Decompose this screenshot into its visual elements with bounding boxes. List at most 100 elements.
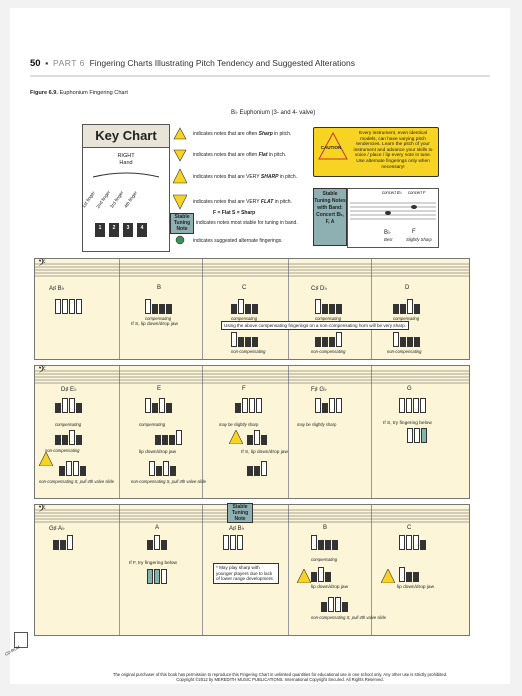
row2-pull-1: non-compensating S, pull 4th valve slide [39,479,114,484]
figure-caption: Figure 6.9. Euphonium Fingering Chart [30,90,128,96]
legend-alternate: indicates suggested alternate fingerings… [193,238,283,244]
row2-try-fingering: If S, try fingering below [383,421,432,426]
stable-tuning-note-badge: Stable Tuning Note [170,213,194,234]
right-label: RIGHT [117,153,135,159]
key-valve-3: 3 [123,223,133,237]
legend-very-flat: indicates notes that are VERY FLAT in pi… [193,199,292,205]
legend-0-pre: indicates notes that are often [193,131,259,137]
row2-valves-12 [247,461,267,476]
legend-0-post: in pitch. [272,131,292,137]
fingering-row-2: 𝄢 D♯ E♭ E F F♯ G♭ G compensating compens… [34,364,470,499]
key-valve-1: 1 [95,223,105,237]
page-title: Fingering Charts Illustrating Pitch Tend… [89,58,355,68]
stable-notes-staff: concert B♭ concert F B♭ F Best Slightly … [347,188,439,248]
row1-valves-2 [145,299,172,314]
row1-noncomp-2: non-compensating [311,349,346,354]
row2-comp-1: compensating [55,422,82,427]
row2-valves-8 [247,430,267,445]
row1-divider-2 [202,259,203,359]
row1-nc-valves-1 [231,332,258,347]
part-label: PART 6 [53,58,85,68]
row1-note-3: C [242,285,247,291]
bass-clef-icon: 𝄢 [38,257,46,271]
row1-note-1: A♯ B♭ [49,286,65,292]
figure-name: Euphonium Fingering Chart [59,90,128,96]
stable-note-bb: B♭ [384,230,391,236]
finger-3: 3rd finger [109,190,125,209]
stable-sub-best: Best [384,237,393,242]
row1-staff [35,263,469,277]
row2-pull-2: non-compensating S, pull 4th valve slide [131,479,206,484]
bass-clef-icon: 𝄢 [38,364,46,378]
row2-staff [35,370,469,384]
row3-note-3: A♯ B♭ [229,526,245,532]
row3-valves-1 [53,535,73,550]
legend-1-pre: indicates notes that are often [193,152,259,158]
page-number: 50 [30,58,41,69]
row1-comp-2: compensating [231,316,258,321]
row2-valves-1 [55,398,82,413]
row1-note-5: D [405,285,410,291]
chart-title: B♭ Euphonium (3- and 4- valve) [231,110,316,116]
row2-comp-2: compensating [139,422,166,427]
hand-arrow [92,172,160,178]
legend-0-em: Sharp [258,131,273,137]
row1-comp-3: compensating [315,316,342,321]
very-flat-icon [173,194,187,210]
legend-3-pre: indicates notes that are VERY [193,199,261,205]
key-num-2: 2 [112,225,116,231]
row3-valves-8 [399,567,419,582]
hand-label: Hand [119,160,133,166]
footer-line-1: The original purchaser of this book has … [112,672,448,677]
row2-note-4: F♯ G♭ [311,387,327,393]
row3-valves-9 [321,597,348,612]
row2-lip-1: lip down/drop jaw [139,450,177,455]
row2-divider-1 [119,366,120,498]
legend-3-em: FLAT [260,199,274,205]
stable-tuning-notes-box: Stable Tuning Notes with Band: Concert B… [313,188,347,246]
row1-divider-4 [371,259,372,359]
sharp-up-icon [173,127,187,140]
row1-valves-1 [55,299,82,314]
row2-note-2: E [157,386,162,392]
page-header: 50 ▪ PART 6 Fingering Charts Illustratin… [30,58,355,69]
row1-valves-3 [231,299,258,314]
row1-comp-4: compensating [393,316,420,321]
legend-1-em: Flat [258,152,268,158]
row3-pull: non-compensating S, pull 4th valve slide [311,615,386,620]
row2-valves-2 [145,398,172,413]
row1-comp-1: compensating [145,316,172,321]
row3-divider-1 [119,505,120,635]
finger-4: 4th finger [123,190,139,209]
legend-icons [173,127,187,245]
legend-3-post: in pitch. [273,199,292,205]
row1-nc-valves-2 [315,332,342,347]
row2-valves-5 [399,398,426,413]
header-rule [30,75,490,77]
legend-1-post: in pitch. [267,152,287,158]
row3-valves-6 [147,569,167,584]
fingering-row-1: 𝄢 A♯ B♭ B C C♯ D♭ D compensating compens… [34,257,470,360]
legend-2-pre: indicates notes that are VERY [193,174,261,180]
figure-label: Figure 6.9. [30,90,58,96]
row3-note-5: C [407,525,412,531]
alternate-fingering-icon [175,235,185,245]
right-hand-label: RIGHT Hand [83,153,169,167]
key-num-3: 3 [126,225,130,231]
row2-lip-2: If S, lip down/drop jaw [241,450,288,455]
caution-icon [318,132,348,160]
row3-lip-1: lip down/drop jaw [311,585,349,590]
row3-note-1: G♯ A♭ [49,526,65,532]
legend-sharp: indicates notes that are often Sharp in … [193,131,291,137]
very-sharp-icon-2 [229,430,243,444]
key-valve-4: 4 [137,223,147,237]
footer: The original purchaser of this book has … [70,672,490,682]
concert-f-label: concert F [408,190,426,195]
row3-note-4: B [323,525,328,531]
flat-down-icon [173,149,187,162]
row2-valves-11 [149,461,176,476]
row2-note-1: D♯ E♭ [61,387,77,393]
row2-valves-10 [59,461,86,476]
row1-valves-5 [393,299,420,314]
row2-slightly-2: may be slightly sharp [297,422,337,427]
